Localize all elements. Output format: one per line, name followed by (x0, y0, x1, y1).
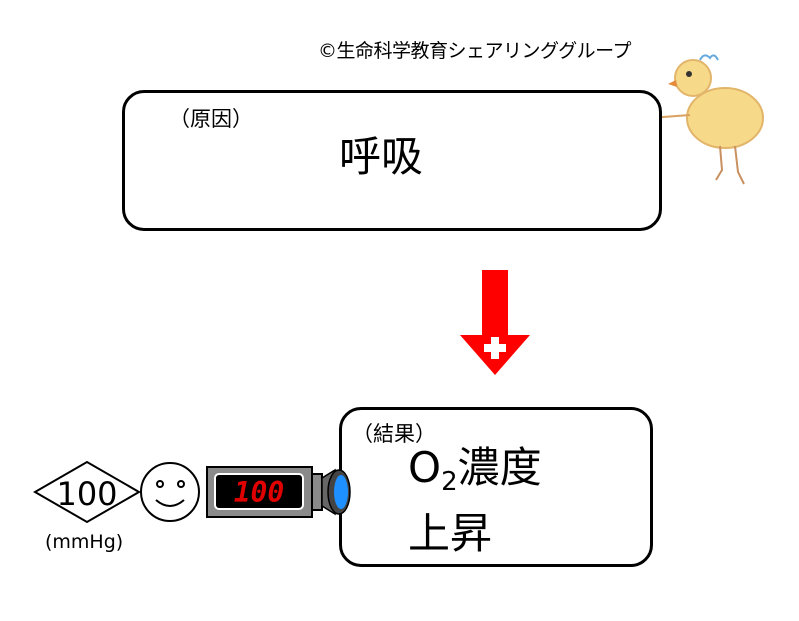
result-line-1: O2濃度 (408, 443, 542, 497)
cause-text: 呼吸 (339, 132, 424, 181)
meter-display: 100 (234, 476, 285, 509)
plus-horizontal (484, 344, 506, 352)
copyright-notice: ©生命科学教育シェアリンググループ (318, 40, 631, 62)
meter-icon: 100 (206, 466, 351, 518)
result-text: O2濃度 上昇 (408, 442, 542, 560)
cause-box: （原因） 呼吸 (122, 90, 662, 231)
pressure-value: 100 (56, 475, 117, 513)
result-line-2: 上昇 (408, 509, 493, 558)
cause-label: （原因） (169, 107, 253, 131)
smiley-face-icon (140, 462, 200, 522)
pressure-unit: (mmHg) (45, 531, 124, 553)
pressure-diamond (32, 460, 142, 524)
meter-lens (334, 475, 348, 509)
result-label: （結果） (352, 422, 436, 446)
arrow-shape (460, 270, 530, 375)
